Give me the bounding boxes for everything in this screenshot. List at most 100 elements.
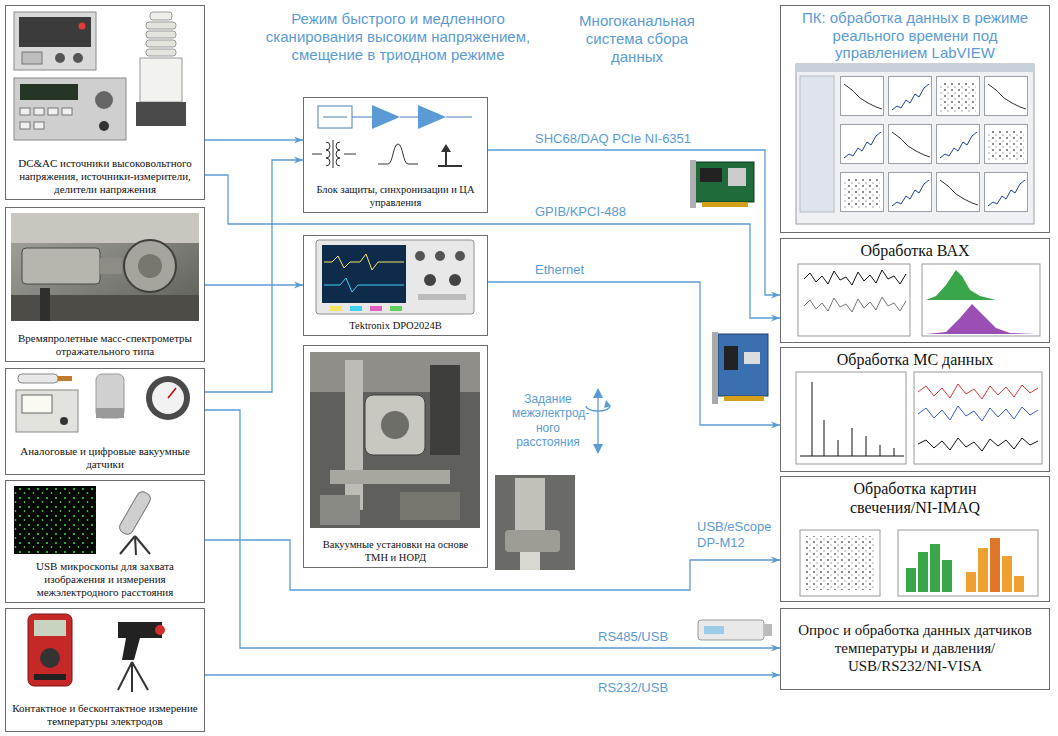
- hv-instruments-photo: [20, 108, 30, 115]
- thermometer-photo: [34, 674, 66, 680]
- annotation: Режим быстрого и медленного сканирования…: [248, 10, 548, 64]
- mass-spectrometer-photo: [11, 295, 199, 321]
- labview-screenshot: [889, 77, 932, 116]
- box-caption: Времяпролетные масс-спектрометры отражат…: [10, 332, 200, 358]
- hv-instruments-photo: [146, 40, 176, 47]
- hv-instruments-photo: [146, 22, 176, 29]
- box-caption: Аналоговые и цифровые вакуумные датчики: [10, 445, 200, 471]
- hv-instruments-photo: [62, 108, 72, 115]
- box-caption: Tektronix DPO2024B: [311, 320, 481, 332]
- iv-charts: [922, 264, 1040, 336]
- connector-arrow: [205, 160, 303, 392]
- microscope-photo: [117, 490, 152, 537]
- hv-instruments-photo: [146, 31, 176, 38]
- oscilloscope-photo: [324, 278, 404, 292]
- oscilloscope-photo: [435, 251, 445, 261]
- glow-charts: [806, 536, 874, 590]
- oscilloscope-photo: [316, 240, 474, 314]
- ms-charts: [918, 384, 1038, 399]
- control-unit-schematic: [400, 117, 418, 118]
- control-unit-schematic: [438, 165, 462, 167]
- processing-box: Обработка МС данных: [780, 347, 1050, 472]
- oscilloscope-photo: [370, 306, 382, 311]
- daq-card-photo: [700, 168, 722, 182]
- control-unit-schematic: [336, 142, 340, 166]
- vacuum-gauges-photo: [96, 374, 124, 418]
- microscope-photo: [135, 536, 150, 554]
- hv-instruments-photo: [20, 122, 30, 129]
- glow-charts: [978, 548, 988, 592]
- vacuum-gauges-photo: [152, 382, 184, 414]
- thermometer-photo: [118, 622, 162, 660]
- ms-charts: [914, 372, 1042, 464]
- connector-arrow: [205, 540, 780, 590]
- labview-screenshot: [796, 64, 1034, 224]
- vacuum-setup-photo: [310, 352, 480, 528]
- control-unit-schematic: [312, 154, 322, 155]
- hv-instruments-photo: [79, 23, 86, 30]
- hv-instruments-photo: [34, 108, 44, 115]
- connector-label: SHC68/DAQ PCIe NI-6351: [535, 131, 745, 147]
- glow-charts: [966, 572, 976, 592]
- labview-screenshot: [985, 125, 1028, 164]
- connector-arrow: [205, 139, 303, 140]
- ms-charts: [800, 382, 904, 456]
- equipment-box: USB микроскопы для захвата изображения и…: [5, 480, 205, 603]
- thermometer-photo: [131, 662, 133, 692]
- glow-charts: [800, 530, 1038, 596]
- vacuum-gauges-photo: [168, 388, 176, 398]
- mass-spectrometer-photo: [11, 213, 199, 243]
- thermometer-photo: [155, 625, 165, 635]
- hv-instruments-photo: [150, 12, 172, 20]
- mass-spectrometer-photo: [40, 288, 50, 321]
- thermometer-photo: [40, 648, 60, 668]
- control-unit-schematic: [344, 154, 356, 155]
- equipment-box: Аналоговые и цифровые вакуумные датчики: [5, 368, 205, 475]
- connector-arrow: [488, 150, 780, 295]
- daq-card-photo: [690, 160, 754, 208]
- vacuum-setup-photo: [310, 352, 480, 528]
- vacuum-setup-photo: [320, 495, 360, 525]
- hv-instruments-photo: [14, 78, 126, 140]
- box-caption: Вакуумные установки на основе ТМН и НОРД: [311, 539, 481, 564]
- vacuum-setup-photo: [330, 470, 450, 484]
- mass-spectrometer-photo: [100, 258, 122, 274]
- ms-charts: [796, 372, 906, 464]
- distance-control-symbol: [597, 396, 598, 446]
- hv-instruments-photo: [73, 53, 83, 63]
- hv-instruments-photo: [19, 17, 91, 47]
- equipment-box: Времяпролетные масс-спектрометры отражат…: [5, 207, 205, 362]
- labview-screenshot: [796, 64, 1034, 72]
- labview-screenshot: [937, 77, 980, 116]
- iv-charts: [926, 304, 1036, 334]
- annotation: Задание межэлектрод-ного расстояния: [512, 392, 584, 450]
- thermometer-photo: [118, 662, 132, 690]
- iv-charts: [798, 264, 910, 336]
- processing-box: Опрос и обработка данных датчиков темпер…: [780, 608, 1050, 690]
- vacuum-gauges-photo: [96, 408, 124, 418]
- labview-screenshot: [889, 125, 932, 164]
- gpib-card-photo: [718, 334, 768, 396]
- box-caption: Обработка ВАХ: [790, 242, 1040, 261]
- connector-arrow: [205, 410, 780, 648]
- labview-screenshot: [937, 173, 980, 212]
- ms-charts: [918, 406, 1038, 421]
- ms-charts: [796, 372, 1042, 464]
- hv-instruments-photo: [34, 122, 44, 129]
- box-caption: Блок защиты, синхронизации и ЦА управлен…: [311, 184, 481, 209]
- vacuum-setup-photo: [400, 492, 460, 520]
- ms-charts: [918, 438, 1038, 451]
- labview-screenshot: [841, 173, 884, 212]
- vacuum-detail-photo: [520, 552, 540, 570]
- thermometer-photo: [132, 662, 148, 690]
- labview-screenshot: [937, 125, 980, 164]
- processing-box: Обработка картин свечения/NI-IMAQ: [780, 476, 1050, 602]
- mass-spectrometer-photo: [11, 213, 199, 321]
- daq-card-photo: [702, 202, 748, 207]
- iv-charts: [804, 297, 906, 312]
- thermometer-photo: [34, 620, 66, 636]
- iv-charts: [804, 270, 906, 285]
- vacuum-setup-photo: [430, 365, 460, 455]
